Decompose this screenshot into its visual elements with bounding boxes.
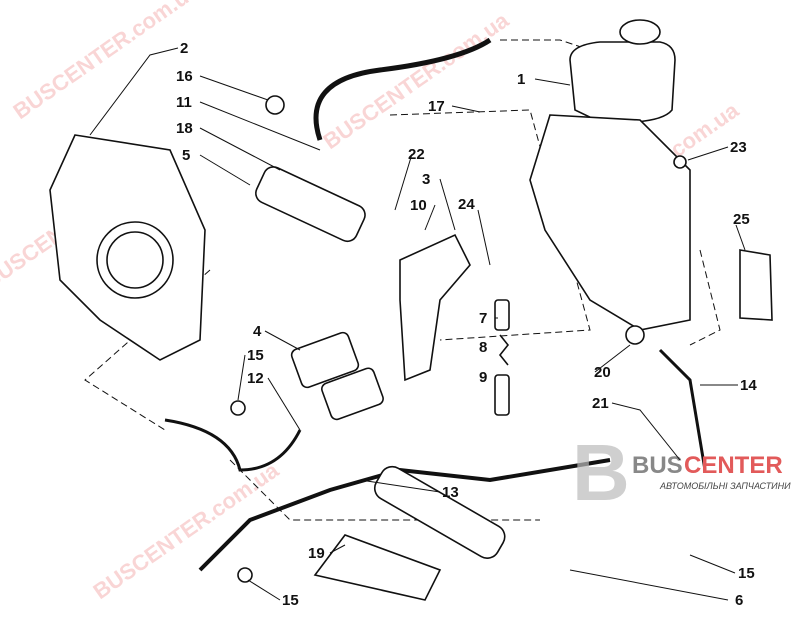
callout-25: 25: [733, 211, 750, 228]
watermark: BUSCENTER.com.ua: [89, 457, 284, 604]
callout-9: 9: [479, 369, 487, 386]
clip-25: [739, 249, 773, 321]
callout-7: 7: [479, 310, 487, 327]
pedal-arm: [399, 233, 471, 382]
clutch-pedal-pad: [290, 331, 360, 389]
callout-11: 11: [176, 94, 192, 111]
callout-8: 8: [479, 339, 487, 356]
callout-18: 18: [176, 120, 193, 137]
brake-pedal-pad: [321, 367, 384, 421]
logo-bus: BUS: [632, 452, 683, 479]
logo-letter: B: [572, 428, 630, 517]
callout-14: 14: [740, 377, 757, 394]
callout-15: 15: [247, 347, 264, 364]
callout-19: 19: [308, 545, 325, 562]
watermark: BUSCENTER.com.ua: [319, 7, 514, 154]
bracket-14: [658, 348, 707, 471]
fluid-reservoir: [569, 41, 676, 124]
hose-13: [198, 458, 611, 572]
callout-12: 12: [247, 370, 264, 387]
callout-17: 17: [428, 98, 445, 115]
bracket-plate: [529, 114, 691, 331]
callout-6: 6: [735, 592, 743, 609]
watermark: BUSCENTER.com.ua: [9, 0, 204, 124]
callout-10: 10: [410, 197, 427, 214]
callout-20: 20: [594, 364, 611, 381]
callout-22: 22: [408, 146, 425, 163]
callout-1: 1: [517, 71, 525, 88]
leader-lines: [89, 47, 746, 601]
callout-16: 16: [176, 68, 193, 85]
callout-23: 23: [730, 139, 747, 156]
callout-2: 2: [180, 40, 188, 57]
callout-15: 15: [738, 565, 755, 582]
pedal-box-plate: [49, 134, 206, 361]
callout-21: 21: [592, 395, 609, 412]
callout-24: 24: [458, 196, 475, 213]
callout-3: 3: [422, 171, 430, 188]
cover-19: [313, 534, 442, 601]
callout-15: 15: [282, 592, 299, 609]
parts: [49, 19, 773, 601]
callout-13: 13: [442, 484, 459, 501]
callouts: 2 16 11 18 5 1 17 23 22 3 10 24 25 7 8 9…: [176, 40, 757, 609]
slave-cylinder: [373, 465, 506, 559]
buscenter-logo: B BUS CENTER АВТОМОБІЛЬНІ ЗАПЧАСТИНИ: [572, 428, 791, 517]
hose-12: [164, 418, 302, 472]
master-cylinder: [255, 166, 366, 243]
logo-center: CENTER: [684, 452, 783, 479]
callout-4: 4: [253, 323, 262, 340]
callout-5: 5: [182, 147, 190, 164]
logo-subtitle: АВТОМОБІЛЬНІ ЗАПЧАСТИНИ: [659, 481, 791, 491]
